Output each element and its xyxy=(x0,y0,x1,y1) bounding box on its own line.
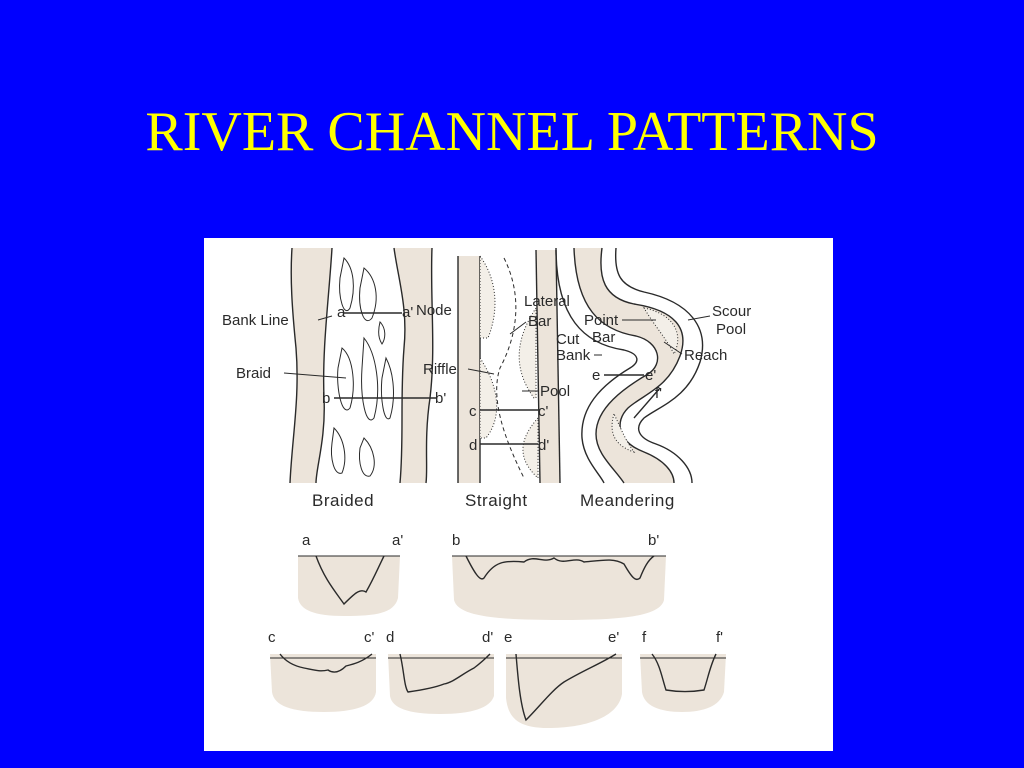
braided-plan: a a' b b' Bank Line Node Braid Braided xyxy=(222,247,452,510)
pattern-braided: Braided xyxy=(312,491,374,510)
section-b-left: b xyxy=(452,532,460,549)
marker-d: d xyxy=(469,437,477,454)
cross-section-d: d d' xyxy=(386,629,494,714)
pattern-meandering: Meandering xyxy=(580,491,675,510)
label-lateral-bar: Bar xyxy=(528,313,551,330)
section-a-right: a' xyxy=(392,532,403,549)
label-point: Point xyxy=(584,312,619,329)
label-bank-line: Bank Line xyxy=(222,312,289,329)
slide-title: RIVER CHANNEL PATTERNS xyxy=(145,101,879,163)
label-point-bar: Bar xyxy=(592,329,615,346)
section-f-right: f' xyxy=(716,629,723,646)
section-f-left: f xyxy=(642,629,647,646)
cross-section-c: c c' xyxy=(268,629,376,712)
label-reach: Reach xyxy=(684,347,727,364)
label-braid: Braid xyxy=(236,365,271,382)
marker-f-prime: f' xyxy=(655,385,662,402)
section-c-right: c' xyxy=(364,629,375,646)
label-lateral: Lateral xyxy=(524,293,570,310)
cross-section-a: a a' xyxy=(298,532,403,616)
pattern-straight: Straight xyxy=(465,491,528,510)
marker-b-prime: b' xyxy=(435,390,446,407)
meandering-plan: e e' f' Point Bar Cut Bank Scour Pool Re… xyxy=(555,247,751,510)
section-a-left: a xyxy=(302,532,311,549)
marker-c-prime: c' xyxy=(538,403,549,420)
section-d-left: d xyxy=(386,629,394,646)
marker-a-prime: a' xyxy=(402,304,413,321)
marker-b: b xyxy=(322,390,330,407)
marker-e-prime: e' xyxy=(645,367,656,384)
label-cut: Cut xyxy=(556,331,580,348)
section-c-left: c xyxy=(268,629,276,646)
section-e-left: e xyxy=(504,629,512,646)
label-pool: Pool xyxy=(540,383,570,400)
cross-section-f: f f' xyxy=(640,629,726,712)
label-riffle: Riffle xyxy=(423,361,457,378)
section-d-right: d' xyxy=(482,629,493,646)
label-scour-pool: Pool xyxy=(716,321,746,338)
marker-d-prime: d' xyxy=(538,437,549,454)
river-channel-diagram: a a' b b' Bank Line Node Braid Braided xyxy=(204,238,833,751)
marker-e: e xyxy=(592,367,600,384)
cross-section-e: e e' xyxy=(504,629,622,728)
label-node: Node xyxy=(416,302,452,319)
label-scour: Scour xyxy=(712,303,751,320)
section-e-right: e' xyxy=(608,629,619,646)
label-bank: Bank xyxy=(556,347,591,364)
straight-plan: c c' d d' Lateral Bar Riffle Pool Straig… xyxy=(423,249,570,510)
marker-c: c xyxy=(469,403,477,420)
cross-section-b: b b' xyxy=(452,532,666,620)
diagram-canvas: a a' b b' Bank Line Node Braid Braided xyxy=(222,247,751,728)
section-b-right: b' xyxy=(648,532,659,549)
marker-a: a xyxy=(337,304,346,321)
